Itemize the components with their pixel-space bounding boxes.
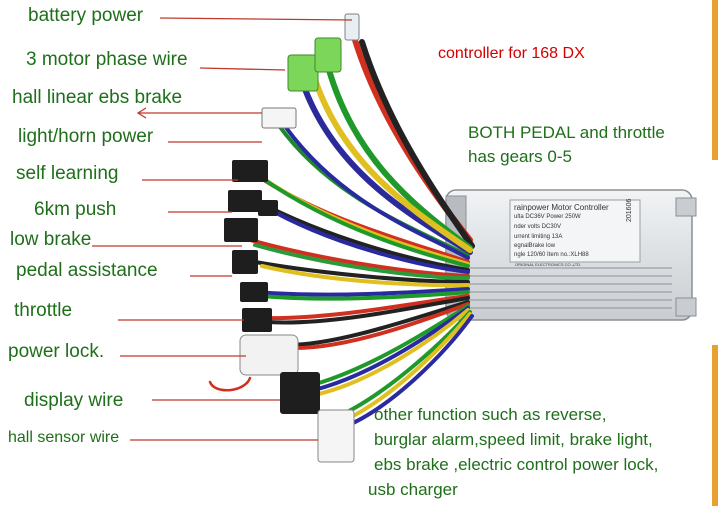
label-6km-push: 6km push: [34, 200, 116, 219]
label-low-brake: low brake: [10, 230, 91, 249]
controller-title: controller for 168 DX: [438, 44, 585, 64]
label-power-lock: power lock.: [8, 342, 104, 361]
controller-spec-line: ulta DC36V Power 250W: [514, 214, 581, 220]
other-functions-line1: other function such as reverse,: [374, 404, 606, 425]
other-functions-line3: ebs brake ,electric control power lock,: [374, 454, 658, 475]
controller-maker: ORIGINAL ELECTRONICS CO.,LTD.: [515, 262, 581, 267]
label-light-horn-power: light/horn power: [18, 127, 153, 146]
other-functions-line4: usb charger: [368, 479, 458, 500]
image-edge-strip: [712, 0, 718, 160]
controller-spec-line: urrent limiting 13A: [514, 234, 562, 240]
controller-brand: rainpower Motor Controller: [514, 203, 609, 212]
label-motor-phase-wire: 3 motor phase wire: [26, 50, 188, 69]
label-self-learning: self learning: [16, 164, 118, 183]
label-hall-linear-ebs-brake: hall linear ebs brake: [12, 88, 182, 107]
controller-spec-line: egnalBrake low: [514, 243, 555, 249]
other-functions-line2: burglar alarm,speed limit, brake light,: [374, 429, 653, 450]
label-display-wire: display wire: [24, 391, 123, 410]
image-edge-strip: [712, 345, 718, 506]
label-throttle: throttle: [14, 301, 72, 320]
label-hall-sensor-wire: hall sensor wire: [8, 430, 119, 446]
controller-spec-line: ngle 120/60 Item no.:XLH88: [514, 252, 589, 258]
gears-note-line2: has gears 0-5: [468, 146, 572, 167]
gears-note-line1: BOTH PEDAL and throttle: [468, 122, 665, 143]
controller-spec-line: nder volts DC30V: [514, 224, 561, 230]
label-pedal-assistance: pedal assistance: [16, 261, 158, 280]
controller-serial: 201606: [626, 199, 633, 222]
label-battery-power: battery power: [28, 6, 143, 25]
